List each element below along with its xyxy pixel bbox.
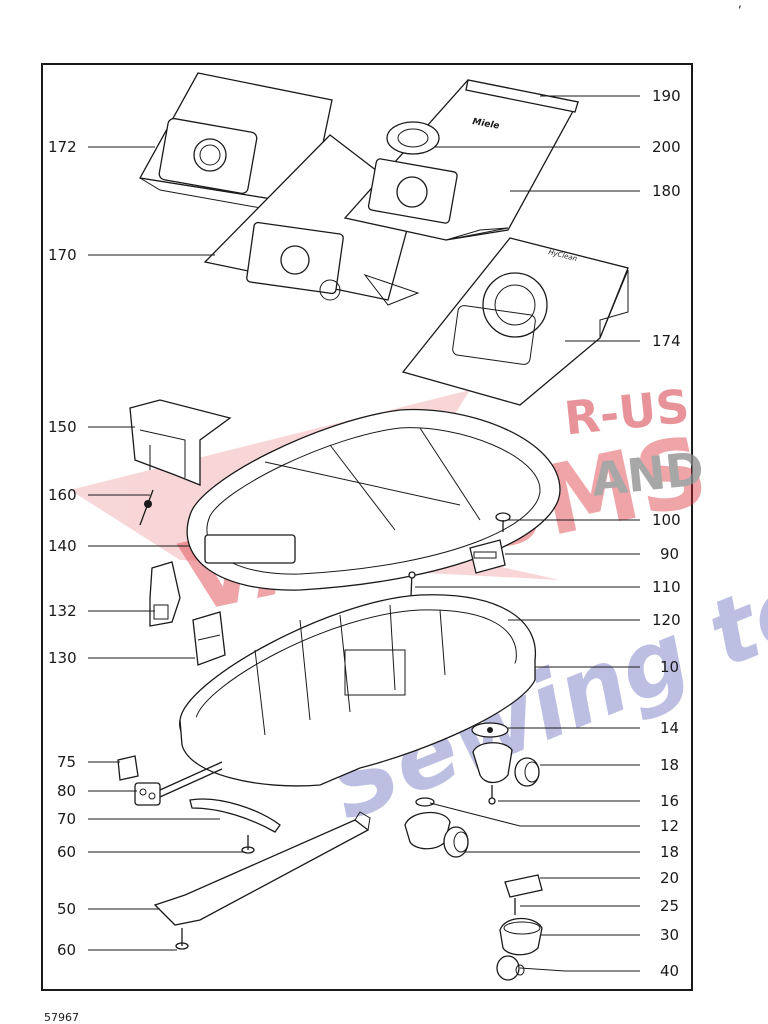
callout-16: 16	[660, 792, 679, 810]
callout-120: 120	[652, 611, 681, 629]
callout-20: 20	[660, 869, 679, 887]
callout-160: 160	[48, 486, 77, 504]
latch-132	[149, 561, 181, 627]
callout-100: 100	[652, 511, 681, 529]
diagram-frame	[41, 63, 693, 991]
handle-50	[153, 811, 371, 926]
callout-18-lower: 18	[660, 843, 679, 861]
callout-130: 130	[48, 649, 77, 667]
wheel-18-upper	[514, 757, 540, 787]
castor-housing-30	[499, 917, 543, 956]
callout-12: 12	[660, 817, 679, 835]
dust-bag-174: HyClean	[401, 237, 629, 406]
callout-190: 190	[652, 87, 681, 105]
callout-180: 180	[652, 182, 681, 200]
callout-90: 90	[660, 545, 679, 563]
screw-60-upper	[241, 835, 255, 854]
screw-16	[488, 785, 496, 805]
corner-mark: ,	[738, 0, 742, 10]
callout-10: 10	[660, 658, 679, 676]
dust-bag-172	[138, 72, 333, 216]
callout-50: 50	[57, 900, 76, 918]
callout-172: 172	[48, 138, 77, 156]
leader-lines	[88, 95, 640, 972]
clip-75	[117, 755, 139, 781]
callout-150: 150	[48, 418, 77, 436]
dust-bag-180: Miele	[343, 79, 579, 241]
dust-bag-170	[203, 134, 420, 306]
callout-110: 110	[652, 578, 681, 596]
callout-60-upper: 60	[57, 843, 76, 861]
callout-labels: 190 172 200 180 170 174 150 160 100 140 …	[48, 87, 681, 980]
callout-30: 30	[660, 926, 679, 944]
callout-174: 174	[652, 332, 681, 350]
seal-ring-200	[386, 121, 440, 155]
callout-80: 80	[57, 782, 76, 800]
callout-40: 40	[660, 962, 679, 980]
latch-130	[192, 611, 226, 666]
castor-housing-front	[404, 811, 451, 850]
watermark-suffix-mid: AND	[589, 441, 706, 506]
callout-132: 132	[48, 602, 77, 620]
watermark-suffix-top: R-US	[562, 379, 692, 446]
slider-70	[189, 798, 281, 833]
screw-60-lower	[175, 928, 189, 950]
castor-housing-rear	[472, 742, 513, 784]
callout-70: 70	[57, 810, 76, 828]
bracket-20	[504, 874, 543, 898]
housing-10	[179, 594, 537, 787]
callout-60-lower: 60	[57, 941, 76, 959]
drawing-code: 57967	[44, 1011, 79, 1024]
terminal-block-90	[469, 539, 506, 574]
bag-print-brand: Miele	[471, 117, 500, 132]
wheel-18-lower	[443, 826, 469, 858]
lid-frame-140	[186, 408, 561, 591]
screw-100	[495, 512, 511, 532]
callout-75: 75	[57, 753, 76, 771]
callout-200: 200	[652, 138, 681, 156]
spring-clip-160	[139, 489, 154, 526]
callout-18-upper: 18	[660, 756, 679, 774]
bag-holder-150	[129, 399, 232, 486]
callout-170: 170	[48, 246, 77, 264]
callout-25: 25	[660, 897, 679, 915]
washer-12	[415, 797, 435, 807]
callout-140: 140	[48, 537, 77, 555]
bearing-plate-14	[471, 722, 509, 738]
switch-80	[134, 761, 223, 806]
callout-14: 14	[660, 719, 679, 737]
wheel-40	[496, 955, 525, 981]
